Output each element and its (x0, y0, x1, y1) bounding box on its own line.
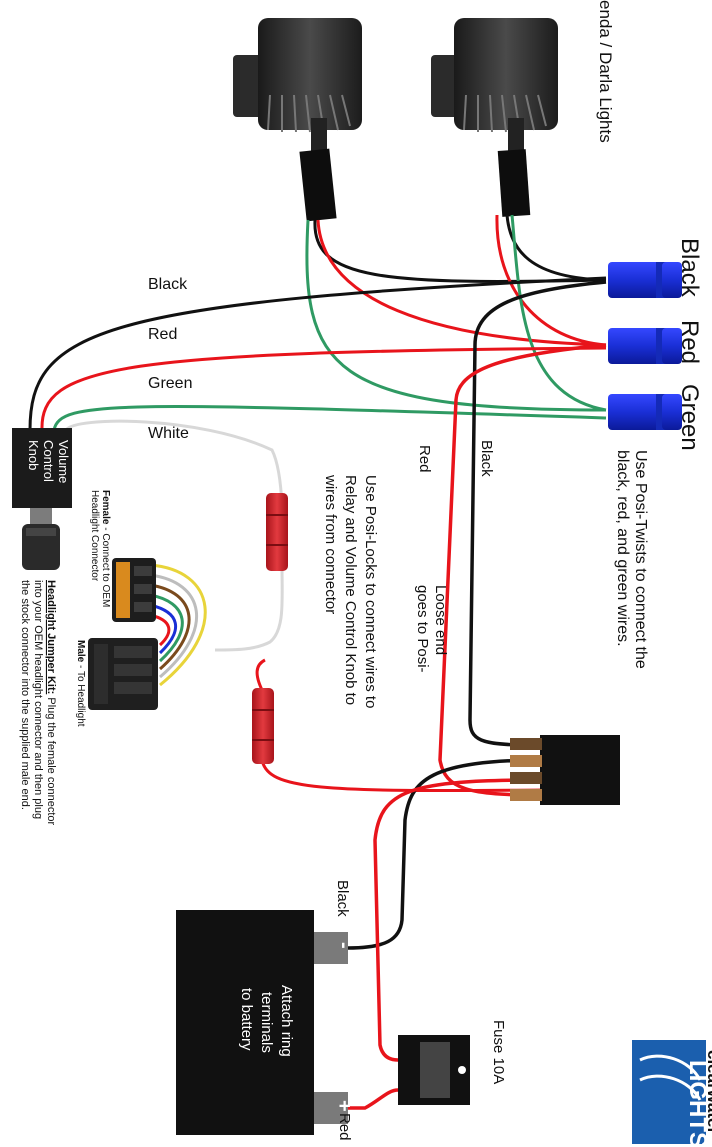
knob-label-1: Volume (56, 440, 71, 483)
female-rest: - Connect to OEM (100, 524, 111, 607)
jumper-kit-line-1: Headlight Jumper Kit: Plug the female co… (45, 580, 57, 825)
female-connector-label-2: Headlight Connector (89, 490, 100, 582)
female-connector (112, 558, 156, 622)
posi-twist-green (608, 394, 682, 430)
harness-loop-wires (149, 563, 207, 687)
connector-label-green: Green (676, 384, 703, 451)
jumper-kit-title: Headlight Jumper Kit: (45, 580, 57, 694)
battery-label-1: Attach ring (278, 985, 295, 1057)
male-rest: - To Headlight (75, 662, 86, 727)
knob-wires (28, 276, 607, 508)
logo-text-1: clearwater (704, 1050, 712, 1134)
jumper-kit-text-1: Plug the female connector (45, 694, 57, 825)
posi-twist-red (608, 328, 682, 364)
battery-wires (347, 758, 546, 1110)
male-connector (88, 638, 158, 710)
posi-lock-instruction-3: wires from connector (322, 474, 339, 614)
fuse-label: Fuse 10A (490, 1020, 507, 1084)
male-bold: Male (75, 640, 86, 663)
female-connector-label: Female - Connect to OEM (100, 490, 111, 607)
battery-label-3: to battery (238, 988, 255, 1051)
harness-wires (214, 564, 546, 793)
loose-end-label-1: Loose end (432, 585, 449, 655)
light-right (431, 18, 558, 217)
posi-twist-black (608, 262, 682, 298)
lamp-wires (305, 214, 607, 412)
jumper-kit-line-2: into your OEM headlight connector and th… (32, 580, 44, 819)
battery-red-wire-label: Red (336, 1113, 353, 1141)
posi-lock-upper (266, 493, 288, 571)
battery-negative-symbol: - (333, 942, 355, 949)
wire-label-red: Red (148, 326, 177, 343)
knob-label-2: Control (41, 440, 56, 482)
connector-label-black: Black (676, 238, 703, 298)
female-bold: Female (100, 490, 111, 525)
relay (510, 735, 620, 805)
lights-label: enda / Darla Lights (596, 0, 615, 143)
battery-label-2: terminals (258, 992, 275, 1053)
battery (176, 910, 348, 1135)
knob-label-3: Knob (26, 440, 41, 470)
loose-end-label-2: goes to Posi- (414, 585, 431, 673)
connector-label-red: Red (676, 320, 703, 364)
wire-label-white: White (148, 425, 189, 442)
logo-text-2: LIGHTS (684, 1060, 711, 1147)
battery-black-wire-label: Black (334, 880, 351, 917)
light-left (233, 18, 362, 222)
posi-lock-instruction-2: Relay and Volume Control Knob to (342, 475, 359, 705)
jumper-kit-line-3: the stock connector into the supplied ma… (19, 580, 31, 810)
wire-label-green: Green (148, 375, 192, 392)
male-connector-label: Male - To Headlight (75, 640, 86, 727)
wire-label-black: Black (148, 276, 188, 293)
relay-feed-wires (438, 280, 607, 797)
posi-lock-lower (252, 688, 274, 764)
fuse (398, 1035, 470, 1105)
battery-positive-symbol: + (333, 1100, 355, 1112)
posi-twist-instruction-2: black, red, and green wires. (614, 450, 631, 647)
posi-twist-instruction-1: Use Posi-Twists to connect the (632, 450, 649, 669)
vertical-black-label: Black (478, 440, 495, 477)
posi-lock-instruction-1: Use Posi-Locks to connect wires to (362, 475, 379, 708)
volume-control-knob (12, 428, 72, 570)
vertical-red-label: Red (416, 445, 433, 473)
clearwater-logo (632, 1040, 706, 1144)
